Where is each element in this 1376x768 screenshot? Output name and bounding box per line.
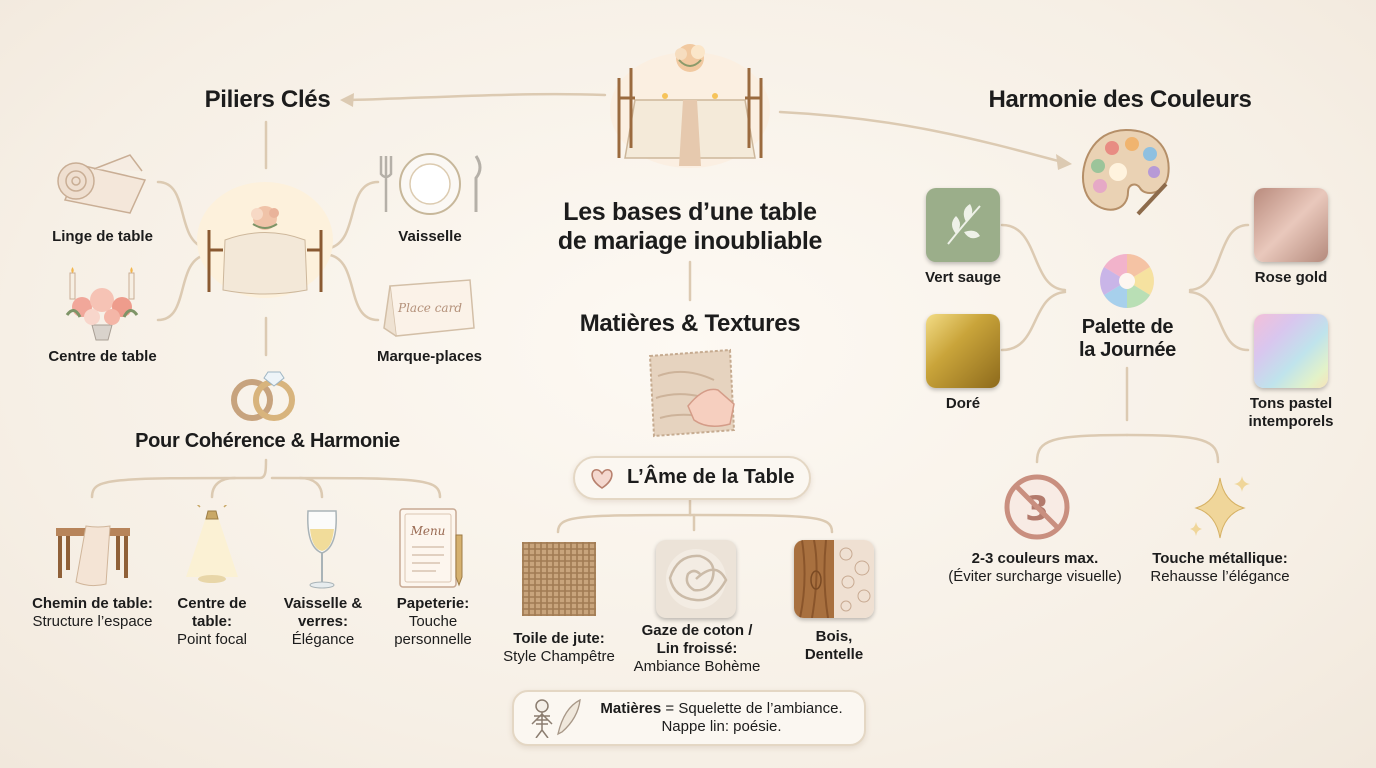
piliers-title: Piliers Clés: [204, 86, 331, 113]
gauze-swatch: [656, 540, 736, 618]
ame-de-la-table-text: L’Âme de la Table: [627, 466, 795, 488]
place-card-text: Place card: [397, 301, 462, 315]
center-title: Les bases d’une table de mariage inoubli…: [557, 198, 823, 255]
linen-icon: [50, 145, 150, 220]
menu-card-text: Menu: [410, 524, 446, 538]
couleurs-title: Harmonie des Couleurs: [988, 86, 1252, 113]
matieres-note: Matières = Squelette de l’ambiance. Napp…: [512, 690, 866, 746]
ame-de-la-table-badge: L’Âme de la Table: [573, 456, 811, 500]
sparkle-icon: [1186, 472, 1254, 547]
piliers-item-marque: Marque-places: [376, 348, 483, 365]
swatch-label-pastel: Tons pastel intemporels: [1248, 395, 1334, 430]
piliers-item-linge: Linge de table: [52, 228, 153, 245]
palette-title: Palette de la Journée: [1078, 316, 1177, 361]
note-line2: Nappe lin: poésie.: [661, 718, 782, 735]
coherence-item-chemin: Chemin de table: Structure l’espace: [32, 595, 153, 630]
centerpiece-icon: [52, 265, 152, 350]
matieres-item-jute: Toile de jute: Style Champêtre: [503, 630, 615, 665]
wine-glass-icon: [302, 507, 342, 596]
menu-card-icon: Menu: [396, 505, 470, 596]
coherence-title: Pour Cohérence & Harmonie: [135, 430, 400, 452]
note-rest: = Squelette de l’ambiance.: [661, 700, 843, 717]
swatch-dore: [926, 314, 1000, 388]
swatch-vert-sauge: [926, 188, 1000, 262]
burlap-swatch: [520, 540, 598, 618]
table-runner-icon: [48, 508, 138, 593]
coherence-item-vaisselle: Vaisselle & verres: Élégance: [283, 595, 363, 648]
leaf-icon: [947, 204, 981, 245]
palette-icon: [1078, 126, 1174, 223]
skeleton-quill-icon: [531, 698, 581, 738]
heart-icon: [591, 469, 613, 489]
coherence-item-papeterie: Papeterie: Touche personnelle: [394, 595, 472, 648]
matieres-title: Matières & Textures: [579, 310, 801, 337]
piliers-item-vaisselle: Vaisselle: [398, 228, 462, 245]
piliers-item-centre: Centre de table: [48, 348, 157, 365]
rule-touche-metallique: Touche métallique: Rehausse l’élégance: [1150, 550, 1290, 585]
spiral-palette-icon: [1098, 252, 1156, 315]
swatch-tons-pastel: [1254, 314, 1328, 388]
place-card-icon: Place card: [382, 278, 477, 345]
swatch-label-dore: Doré: [945, 395, 981, 412]
no-more-than-3-icon: 3: [1002, 472, 1072, 547]
coherence-item-centre: Centre de table: Point focal: [176, 595, 248, 648]
matieres-item-gaze: Gaze de coton / Lin froissé: Ambiance Bo…: [633, 622, 761, 675]
swatch-label-vert: Vert sauge: [925, 269, 1001, 286]
wood-lace-swatch: [794, 540, 874, 618]
rings-icon: [228, 362, 300, 429]
swatch-label-rose: Rose gold: [1254, 269, 1328, 286]
matieres-item-bois: Bois, Dentelle: [804, 628, 864, 663]
swatch-rose-gold: [1254, 188, 1328, 262]
piliers-table-illustration: [195, 180, 335, 305]
note-bold: Matières: [600, 700, 662, 717]
spotlight-icon: [182, 499, 242, 594]
plate-icon: [378, 152, 488, 221]
fabric-hand-icon: [644, 346, 740, 447]
center-table-illustration: [605, 38, 775, 170]
rule-couleurs-max: 2-3 couleurs max. (Éviter surcharge visu…: [948, 550, 1122, 585]
